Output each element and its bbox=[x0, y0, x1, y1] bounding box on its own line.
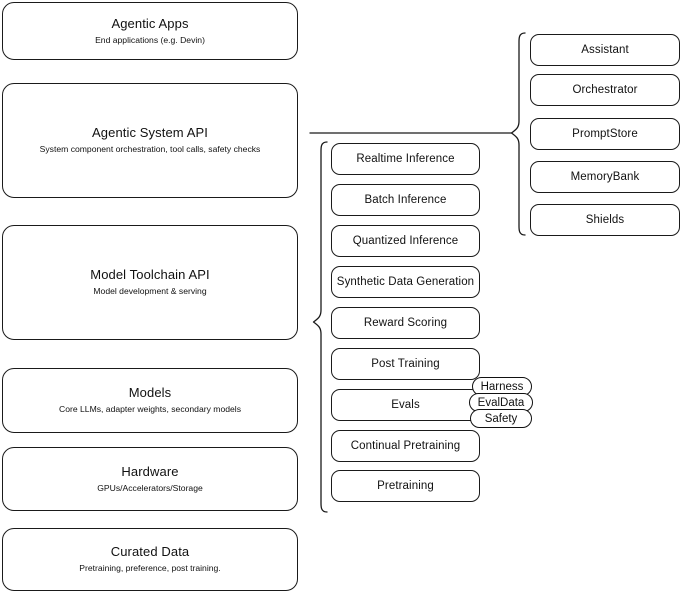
brace-system-components bbox=[510, 32, 526, 236]
eval-badge-label: Harness bbox=[480, 380, 524, 393]
toolchain-item-label: Reward Scoring bbox=[363, 317, 448, 329]
brace-toolchain bbox=[312, 141, 328, 513]
pillar-subtitle: System component orchestration, tool cal… bbox=[39, 144, 261, 154]
toolchain-item-label: Post Training bbox=[371, 358, 440, 370]
toolchain-item-label: Synthetic Data Generation bbox=[336, 276, 475, 288]
toolchain-item-label: Realtime Inference bbox=[356, 153, 455, 165]
pillar-subtitle: Core LLMs, adapter weights, secondary mo… bbox=[59, 404, 241, 414]
pillar-title: Models bbox=[128, 385, 172, 400]
pillar-title: Curated Data bbox=[110, 544, 190, 559]
pillar-models[interactable]: Models Core LLMs, adapter weights, secon… bbox=[2, 368, 298, 433]
pillar-subtitle: GPUs/Accelerators/Storage bbox=[97, 482, 203, 493]
pillar-agentic-system-api[interactable]: Agentic System API System component orch… bbox=[2, 83, 298, 198]
toolchain-item-evals[interactable]: Evals bbox=[331, 389, 480, 421]
pillar-curated-data[interactable]: Curated Data Pretraining, preference, po… bbox=[2, 528, 298, 591]
system-item-promptstore[interactable]: PromptStore bbox=[530, 118, 680, 150]
pillar-hardware[interactable]: Hardware GPUs/Accelerators/Storage bbox=[2, 447, 298, 511]
toolchain-item-batch-inference[interactable]: Batch Inference bbox=[331, 184, 480, 216]
pillar-subtitle: End applications (e.g. Devin) bbox=[95, 34, 205, 45]
toolchain-item-label: Pretraining bbox=[377, 480, 434, 492]
pillar-subtitle: Model development & serving bbox=[93, 286, 207, 296]
system-item-assistant[interactable]: Assistant bbox=[530, 34, 680, 66]
toolchain-item-label: Quantized Inference bbox=[352, 235, 459, 247]
pillar-model-toolchain-api[interactable]: Model Toolchain API Model development & … bbox=[2, 225, 298, 340]
toolchain-item-quantized-inference[interactable]: Quantized Inference bbox=[331, 225, 480, 257]
toolchain-item-label: Evals bbox=[391, 399, 420, 411]
toolchain-item-synthetic-data-generation[interactable]: Synthetic Data Generation bbox=[331, 266, 480, 298]
toolchain-item-continual-pretraining[interactable]: Continual Pretraining bbox=[331, 430, 480, 462]
system-item-orchestrator[interactable]: Orchestrator bbox=[530, 74, 680, 106]
system-item-memorybank[interactable]: MemoryBank bbox=[530, 161, 680, 193]
eval-badge-label: EvalData bbox=[477, 396, 525, 409]
system-item-label: Orchestrator bbox=[572, 84, 638, 96]
pillar-title: Hardware bbox=[121, 463, 179, 479]
eval-badge-label: Safety bbox=[484, 412, 518, 425]
pillar-title: Agentic Apps bbox=[111, 15, 189, 31]
system-item-label: Assistant bbox=[581, 44, 629, 56]
toolchain-item-reward-scoring[interactable]: Reward Scoring bbox=[331, 307, 480, 339]
system-item-label: MemoryBank bbox=[570, 171, 640, 183]
toolchain-item-post-training[interactable]: Post Training bbox=[331, 348, 480, 380]
system-item-shields[interactable]: Shields bbox=[530, 204, 680, 236]
toolchain-item-label: Batch Inference bbox=[364, 194, 447, 206]
system-item-label: Shields bbox=[585, 214, 625, 226]
pillar-title: Model Toolchain API bbox=[90, 267, 210, 282]
pillar-agentic-apps[interactable]: Agentic Apps End applications (e.g. Devi… bbox=[2, 2, 298, 60]
pillar-title: Agentic System API bbox=[92, 125, 208, 140]
pillar-subtitle: Pretraining, preference, post training. bbox=[79, 563, 221, 573]
system-item-label: PromptStore bbox=[572, 128, 638, 140]
eval-badge-safety[interactable]: Safety bbox=[470, 409, 532, 428]
toolchain-item-pretraining[interactable]: Pretraining bbox=[331, 470, 480, 502]
toolchain-item-realtime-inference[interactable]: Realtime Inference bbox=[331, 143, 480, 175]
toolchain-item-label: Continual Pretraining bbox=[350, 440, 461, 452]
